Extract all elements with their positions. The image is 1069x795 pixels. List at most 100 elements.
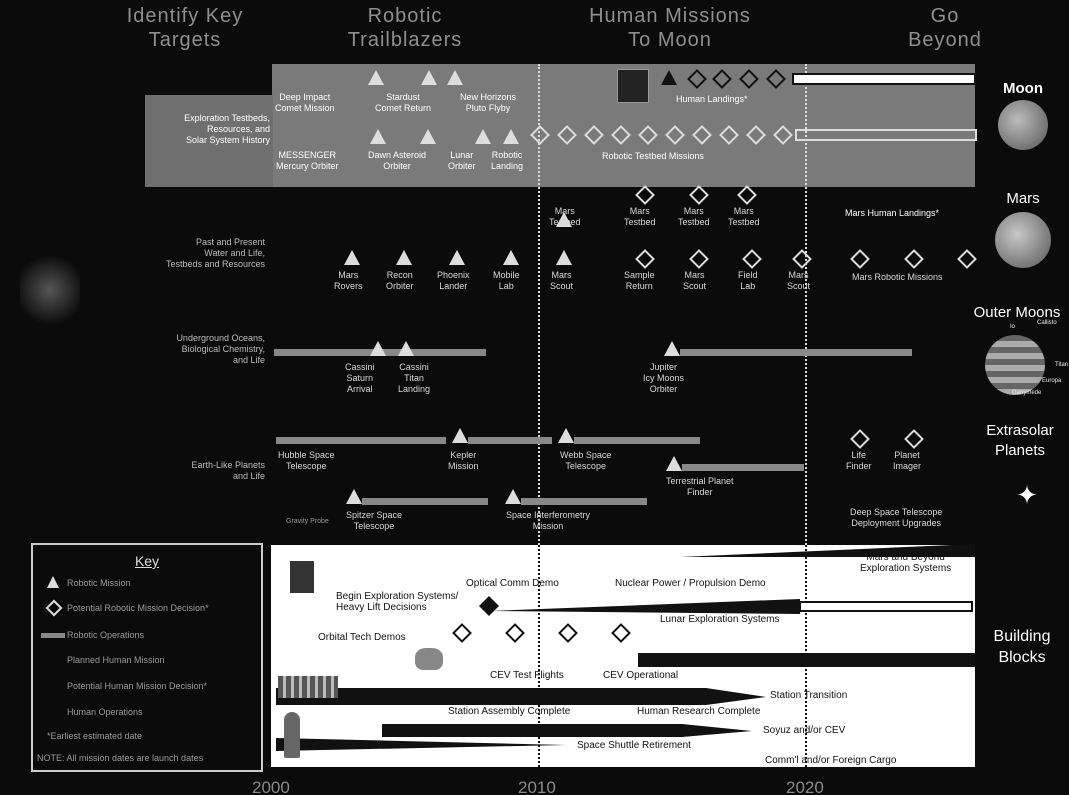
mars-testbed-4-label: Mars Testbed [728, 206, 760, 228]
legend-earliest-estimate: *Earliest estimated date [47, 731, 143, 741]
lunar-systems-label: Lunar Exploration Systems [660, 614, 780, 625]
label-line: Saturn [346, 373, 374, 383]
stardust-marker [421, 70, 437, 85]
theme-line: Exploration Testbeds, [184, 113, 270, 123]
label-line: Lunar [450, 150, 474, 160]
mars-planet-icon [995, 212, 1051, 268]
theme-line: Biological Chemistry, [181, 344, 265, 354]
cev-operational-bar [638, 653, 975, 667]
label-line: Mars [733, 206, 754, 216]
dawn-marker [420, 129, 436, 144]
axis-label-2000: 2000 [252, 778, 290, 795]
earth-image [20, 250, 80, 330]
label-line: Mars [338, 270, 359, 280]
nuclear-label: Nuclear Power / Propulsion Demo [615, 578, 766, 589]
optical-comm-label: Optical Comm Demo [466, 578, 559, 589]
label-line: Deep Space Telescope [850, 507, 943, 517]
outer-moon-label-europa: Europa [1042, 378, 1062, 384]
begin-exploration-label: Begin Exploration Systems/ Heavy Lift De… [336, 591, 458, 613]
planet-imager-label: Planet Imager [893, 450, 921, 472]
label-line: Mercury Orbiter [276, 161, 339, 171]
legend-robotic-ops-icon [41, 633, 65, 638]
era-title-line1: Human Missions [589, 5, 751, 27]
gravity-probe-label: Gravity Probe [286, 518, 329, 525]
mars-scout-2-label: Mars Scout [683, 270, 706, 292]
label-line: Phoenix [437, 270, 470, 280]
label-line: Pluto Flyby [465, 103, 511, 113]
label-line: Finder [687, 487, 713, 497]
outer-moon-label-io: Io [1010, 324, 1016, 330]
label-line: Testbed [728, 217, 760, 227]
era-title-line2: Trailblazers [347, 29, 463, 51]
label-line: Testbed [549, 217, 581, 227]
mobile-lab-label: Mobile Lab [493, 270, 520, 292]
mars-robotic-decision-2 [904, 249, 924, 269]
kepler-label: Kepler Mission [448, 450, 479, 472]
year-2010-line-blocks [538, 545, 540, 767]
label-line: MESSENGER [278, 150, 337, 160]
spitzer-ops-bar [362, 498, 488, 505]
mars-testbed-3-marker [689, 185, 709, 205]
label-line: Scout [787, 281, 811, 291]
era-identify-key-targets: Identify Key Targets [100, 4, 270, 52]
cassini-titan-marker [398, 341, 414, 356]
mars-scout-2-marker [689, 249, 709, 269]
soyuz-label: Soyuz and/or CEV [763, 725, 846, 736]
sim-ops-bar [521, 498, 647, 505]
lunar-orbiter-label: Lunar Orbiter [448, 150, 476, 172]
soyuz-wedge [382, 724, 752, 737]
lunar-systems-wedge [490, 599, 973, 614]
year-2010-line [538, 64, 540, 760]
label-line: Landing [491, 161, 524, 171]
label-line: Rovers [334, 281, 363, 291]
spitzer-marker [346, 489, 362, 504]
legend-note: NOTE: All mission dates are launch dates [37, 753, 204, 763]
space-station-icon [278, 676, 338, 698]
legend-robotic-ops: Robotic Operations [67, 630, 145, 640]
label-line: Mission [532, 521, 564, 531]
label-line: Dawn Asteroid [368, 150, 427, 160]
mars-robotic-decision-1 [850, 249, 870, 269]
sample-return-marker [635, 249, 655, 269]
outer-moon-label-callisto: Callisto [1037, 320, 1057, 326]
theme-line: Resources, and [206, 124, 270, 134]
robotic-landing-marker [503, 129, 519, 144]
outer-moons-ops-bar-2 [680, 349, 912, 356]
label-line: Exploration Systems [860, 563, 952, 574]
label-line: Life [851, 450, 867, 460]
recon-orbiter-label: Recon Orbiter [386, 270, 414, 292]
label-line: Sample [624, 270, 655, 280]
mars-testbed-1-marker [556, 212, 572, 227]
theme-outer-moons: Underground Oceans, Biological Chemistry… [135, 333, 265, 366]
label-line: Planet [894, 450, 920, 460]
label-line: Finder [846, 461, 872, 471]
spitzer-label: Spitzer Space Telescope [346, 510, 402, 532]
label-line: Spitzer Space [346, 510, 403, 520]
theme-mars: Past and Present Water and Life, Testbed… [135, 237, 265, 270]
tpf-label: Terrestrial Planet Finder [666, 476, 734, 498]
stardust-label: Stardust Comet Return [375, 92, 431, 114]
label-line: Mars [683, 206, 704, 216]
human-research-label: Human Research Complete [637, 706, 761, 717]
label-line: Orbiter [649, 384, 678, 394]
label-line: Cassini [345, 362, 375, 372]
life-finder-label: Life Finder [846, 450, 872, 472]
legend-potential-human: Potential Human Mission Decision* [67, 681, 208, 691]
human-landings-ops-bar [792, 73, 976, 85]
theme-line: Earth-Like Planets [191, 460, 265, 470]
label-line: Jupiter [650, 362, 678, 372]
mars-testbed-1-block: Mars Testbed [549, 206, 581, 228]
new-horizons-marker [447, 70, 463, 85]
tpf-ops-bar [682, 464, 804, 471]
label-line: Orbiter [386, 281, 414, 291]
label-line: Telescope [353, 521, 395, 531]
station-assembly-label: Station Assembly Complete [448, 706, 571, 717]
label-line: Mars [684, 270, 705, 280]
mars-human-landings-label: Mars Human Landings* [845, 208, 940, 218]
label-line: Begin Exploration Systems/ [336, 591, 459, 602]
era-title-line2: To Moon [628, 29, 712, 51]
mars-testbed-4-marker [737, 185, 757, 205]
era-title-line1: Identify Key [126, 5, 244, 27]
theme-line: Testbeds and Resources [165, 259, 265, 269]
era-human-missions-to-moon: Human Missions To Moon [560, 4, 780, 52]
